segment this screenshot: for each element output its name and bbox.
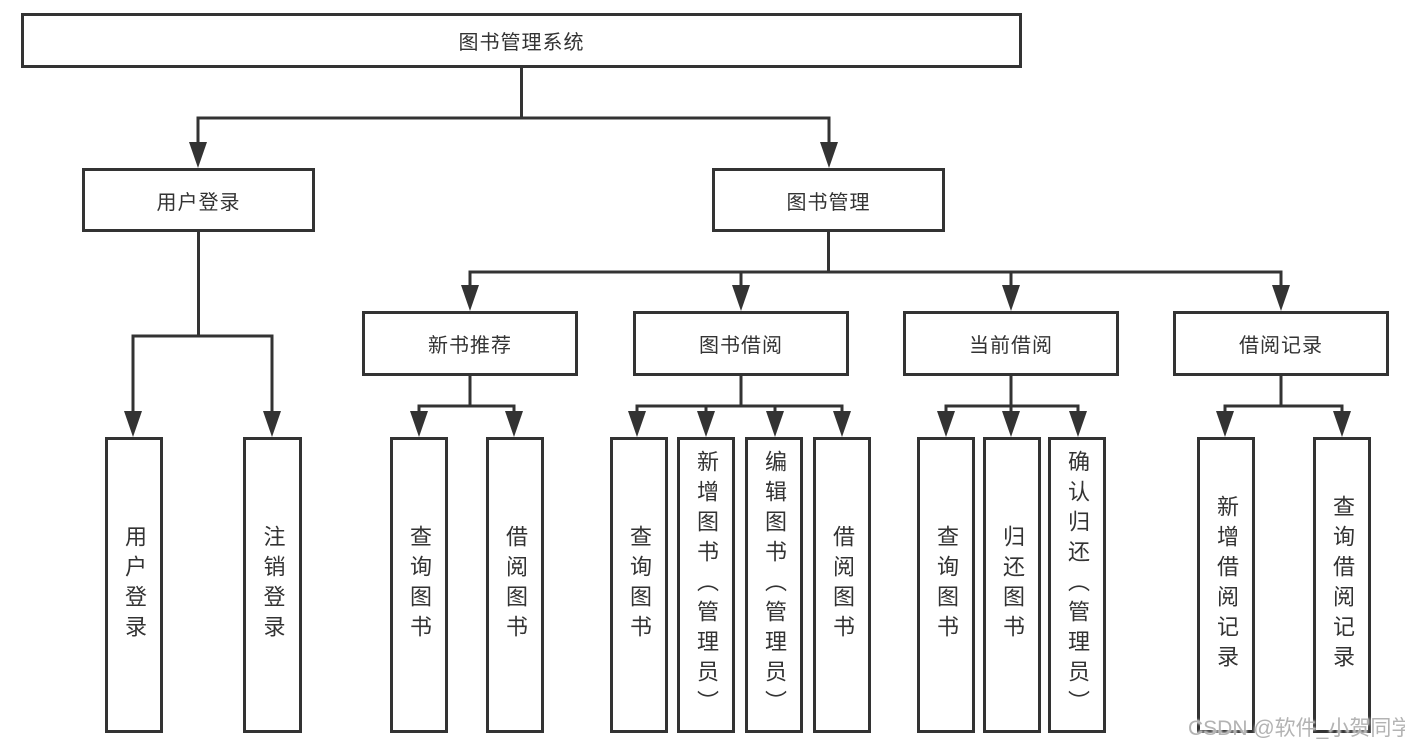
node-confirm-return-admin-label: 确认归还（管理员）: [1065, 450, 1090, 720]
node-add-book-admin: 新增图书（管理员）: [677, 437, 735, 733]
node-query-books-1-label: 查询图书: [407, 525, 432, 645]
node-query-borrow-record: 查询借阅记录: [1313, 437, 1371, 733]
node-query-books-2: 查询图书: [610, 437, 668, 733]
node-borrow-books-2-label: 借阅图书: [830, 525, 855, 645]
node-current-borrowing-label: 当前借阅: [969, 335, 1053, 357]
node-user-login: 用户登录: [82, 168, 315, 232]
node-query-books-1: 查询图书: [390, 437, 448, 733]
node-return-books-label: 归还图书: [1000, 525, 1025, 645]
node-borrowing-records-label: 借阅记录: [1239, 335, 1323, 357]
node-add-book-admin-label: 新增图书（管理员）: [694, 450, 719, 720]
node-current-borrowing: 当前借阅: [903, 311, 1119, 376]
node-root: 图书管理系统: [21, 13, 1022, 68]
node-borrow-books-1-label: 借阅图书: [503, 525, 528, 645]
node-user-login-label: 用户登录: [156, 191, 241, 214]
csdn-watermark: CSDN @软件_小贺同学: [1188, 717, 1405, 740]
node-logout: 注销登录: [243, 437, 302, 733]
node-book-borrowing-label: 图书借阅: [699, 335, 783, 357]
node-borrowing-records: 借阅记录: [1173, 311, 1389, 376]
node-confirm-return-admin: 确认归还（管理员）: [1048, 437, 1106, 733]
node-root-label: 图书管理系统: [458, 32, 585, 54]
node-logout-label: 注销登录: [260, 525, 286, 645]
node-borrow-books-1: 借阅图书: [486, 437, 544, 733]
node-new-book-recommend: 新书推荐: [362, 311, 578, 376]
node-login-label: 用户登录: [122, 525, 147, 645]
node-query-borrow-record-label: 查询借阅记录: [1330, 495, 1355, 675]
arrowheads: [124, 142, 1351, 437]
node-login: 用户登录: [105, 437, 163, 733]
node-book-borrowing: 图书借阅: [633, 311, 849, 376]
node-query-books-3-label: 查询图书: [934, 525, 959, 645]
node-return-books: 归还图书: [983, 437, 1041, 733]
node-add-borrow-record: 新增借阅记录: [1197, 437, 1255, 733]
node-new-book-recommend-label: 新书推荐: [428, 335, 512, 357]
node-book-management: 图书管理: [712, 168, 945, 232]
node-edit-book-admin: 编辑图书（管理员）: [745, 437, 803, 733]
node-borrow-books-2: 借阅图书: [813, 437, 871, 733]
node-add-borrow-record-label: 新增借阅记录: [1214, 495, 1239, 675]
node-query-books-2-label: 查询图书: [627, 525, 652, 645]
node-book-management-label: 图书管理: [786, 191, 871, 214]
node-query-books-3: 查询图书: [917, 437, 975, 733]
node-edit-book-admin-label: 编辑图书（管理员）: [762, 450, 787, 720]
